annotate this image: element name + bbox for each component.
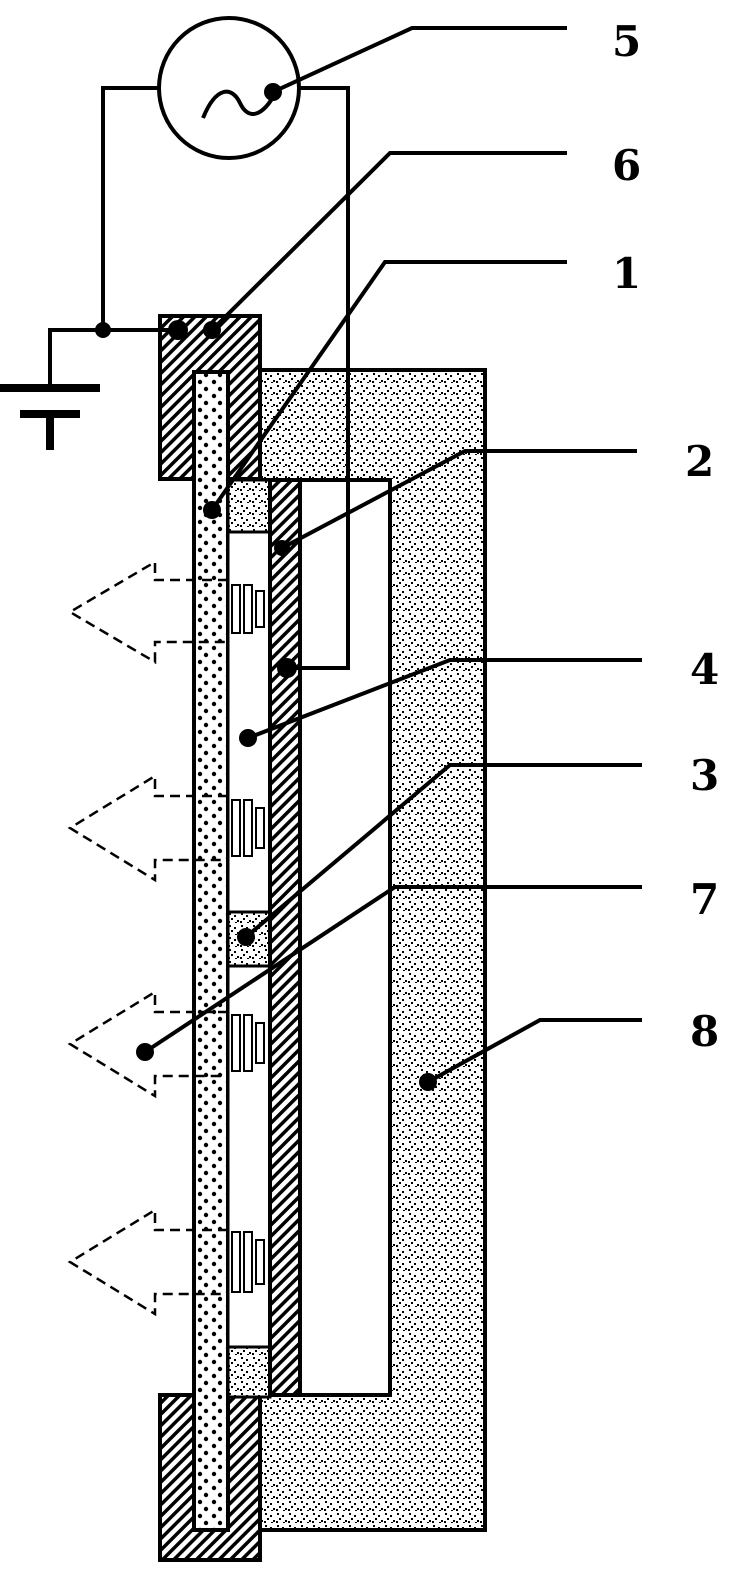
- label-6: 6: [612, 141, 641, 190]
- label-8: 8: [690, 1007, 719, 1056]
- label-3: 3: [690, 751, 719, 800]
- emitted-light-arrow: [67, 559, 228, 1317]
- label-4: 4: [690, 645, 719, 694]
- callout-labels: 5 6 1 2 4 3 7 8: [612, 17, 719, 1056]
- emission-marks: [231, 584, 265, 1293]
- rear-electrode-plate: [268, 478, 302, 1397]
- leader-lines: [136, 26, 642, 1091]
- ac-power-source-icon: [157, 16, 301, 160]
- circuit-wiring: [48, 86, 350, 670]
- label-1: 1: [612, 249, 641, 298]
- label-7: 7: [690, 875, 719, 924]
- transparent-electrode-plate: [192, 370, 230, 1532]
- ground-symbol: [0, 384, 100, 450]
- label-5: 5: [612, 17, 641, 66]
- label-2: 2: [685, 437, 714, 486]
